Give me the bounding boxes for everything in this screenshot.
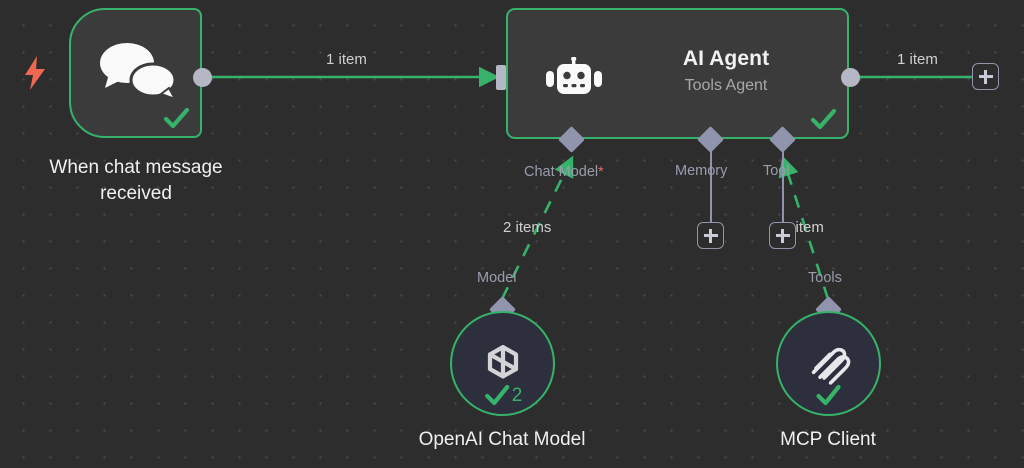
agent-port-chat-model-label: Chat Model* xyxy=(524,163,604,180)
openai-status: 2 xyxy=(483,382,523,408)
edge-label-trigger-to-agent: 1 item xyxy=(326,51,367,68)
status-check-icon xyxy=(163,107,190,129)
mcp-logo-icon xyxy=(811,347,850,385)
agent-port-tool-label: Tool xyxy=(763,163,790,179)
add-node-button-memory[interactable] xyxy=(697,222,724,249)
status-check-icon xyxy=(484,384,509,406)
agent-labels: AI Agent Tools Agent xyxy=(626,46,826,98)
openai-node-caption: OpenAI Chat Model xyxy=(418,429,586,450)
openai-port-label: Model xyxy=(477,270,517,286)
trigger-output-port[interactable] xyxy=(193,68,212,87)
chat-bubbles-icon xyxy=(100,43,178,101)
mcp-node-caption: MCP Client xyxy=(780,429,876,450)
trigger-node-caption: When chat message received xyxy=(49,157,223,204)
agent-subtitle: Tools Agent xyxy=(684,77,768,94)
status-check-icon xyxy=(815,384,841,406)
mcp-status xyxy=(814,382,843,408)
edge-label-openai-to-agent: 2 items xyxy=(503,219,552,236)
edge-label-agent-to-output: 1 item xyxy=(897,51,938,68)
node-mcp-client[interactable] xyxy=(776,311,881,416)
add-node-button-output[interactable] xyxy=(972,63,999,90)
chat-model-label-text: Chat Model xyxy=(524,164,599,180)
agent-title: AI Agent xyxy=(682,47,770,70)
agent-output-port[interactable] xyxy=(841,68,860,87)
mcp-port-label: Tools xyxy=(808,270,842,286)
required-marker: * xyxy=(598,163,604,179)
node-ai-agent[interactable]: AI Agent Tools Agent xyxy=(506,8,849,139)
node-when-chat-message-received[interactable] xyxy=(69,8,202,138)
robot-icon xyxy=(546,57,602,94)
agent-port-memory-label: Memory xyxy=(675,163,728,179)
status-check-icon xyxy=(810,108,837,130)
openai-run-count: 2 xyxy=(511,384,523,406)
lightning-bolt-icon xyxy=(25,56,45,90)
openai-logo-icon xyxy=(487,345,518,379)
agent-input-port[interactable] xyxy=(496,65,506,90)
add-node-button-tool[interactable] xyxy=(769,222,796,249)
node-openai-chat-model[interactable]: 2 xyxy=(450,311,555,416)
